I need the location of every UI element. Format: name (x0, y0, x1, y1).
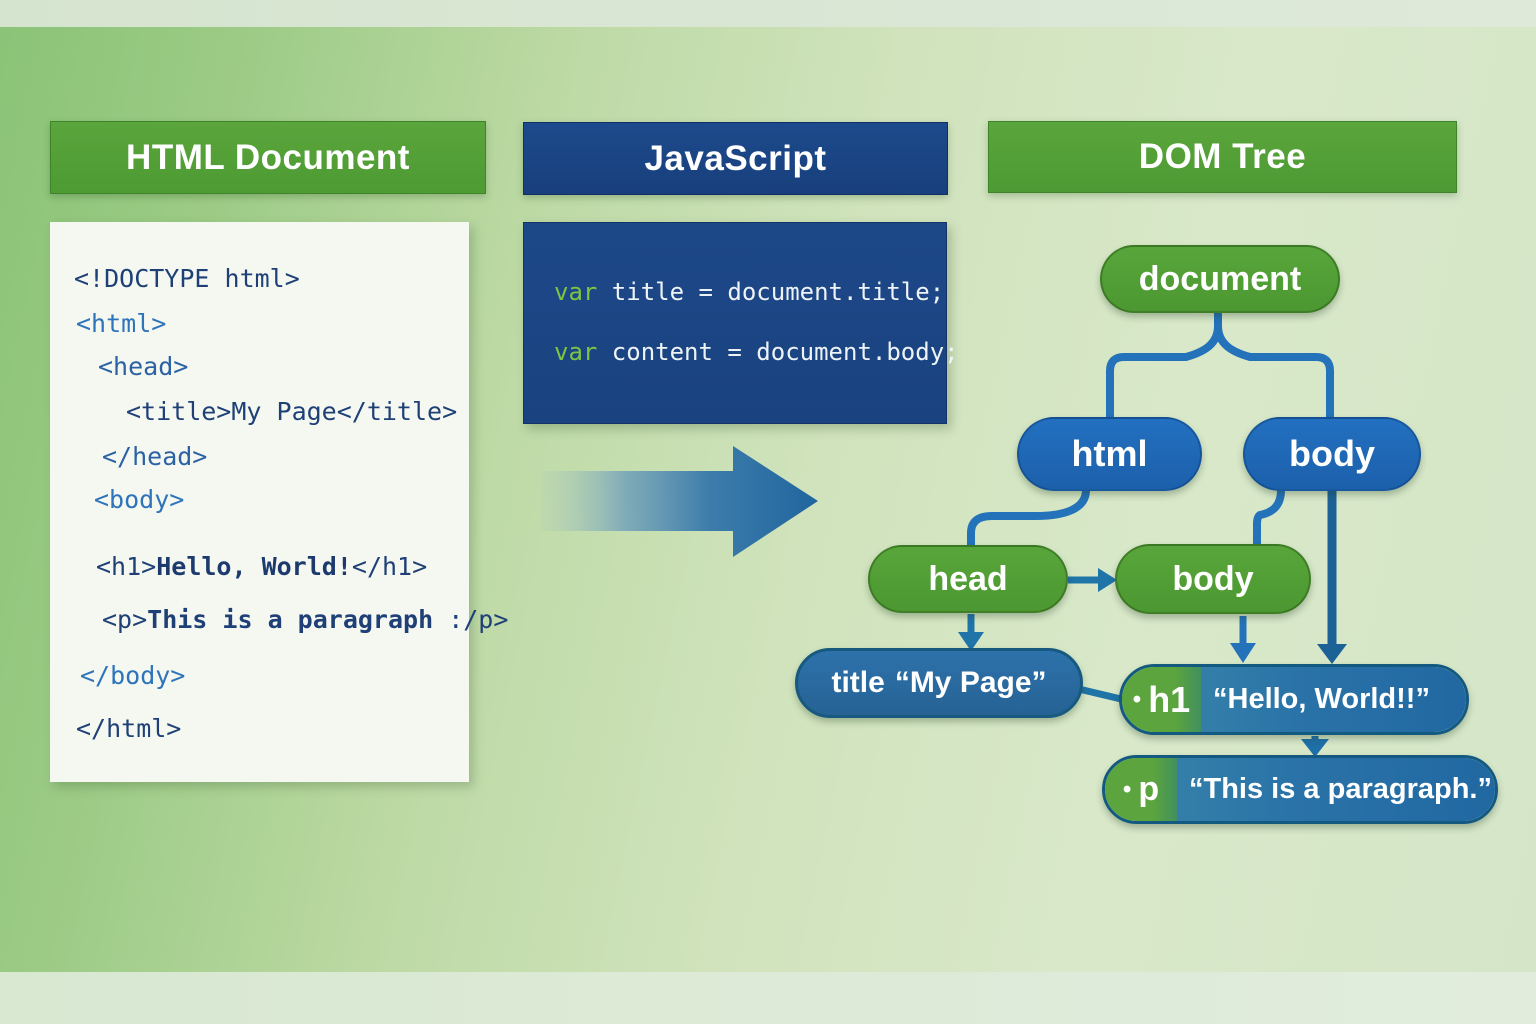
code-line: <p>This is a paragraph :/p> (74, 605, 508, 635)
code-segment: <h1> (96, 552, 157, 581)
code-line: var content = document.body; (554, 335, 959, 369)
code-line: <html> (74, 309, 469, 339)
dom-node-body-child-label: body (1172, 559, 1254, 598)
code-segment: var (554, 338, 598, 366)
dom-node-p-tag: p (1138, 770, 1160, 808)
dom-node-h1-tag: h1 (1148, 678, 1191, 720)
dom-node-body-child: body (1115, 544, 1311, 614)
dom-tree-header-label: DOM Tree (1138, 137, 1307, 176)
dom-node-p-value-section: “This is a paragraph.” (1177, 758, 1495, 821)
code-line: </body> (74, 661, 469, 691)
code-segment: <!DOCTYPE html> (74, 264, 300, 293)
dom-node-head-label: head (928, 559, 1008, 598)
code-segment: <title>My Page</title> (126, 397, 458, 426)
arrowhead-h1-p (1301, 739, 1329, 757)
dom-node-body-element-label: body (1289, 433, 1375, 474)
arrowhead-bodyblue-h1 (1317, 644, 1347, 664)
javascript-header-label: JavaScript (644, 138, 827, 178)
dom-node-body-element: body (1243, 417, 1421, 491)
code-segment: <html> (76, 309, 167, 338)
code-segment: This is a paragraph (147, 605, 449, 634)
code-segment: title = document.title; (597, 278, 945, 306)
code-segment: <head> (98, 352, 189, 381)
code-segment: :/p> (448, 605, 509, 634)
connector-document-html (1106, 310, 1222, 422)
code-segment: Hello, World! (156, 552, 352, 581)
dom-tree-header: DOM Tree (988, 121, 1457, 193)
code-line: var title = document.title; (554, 275, 946, 309)
connector-html-head (967, 486, 1090, 550)
code-segment: </h1> (351, 552, 428, 581)
dom-node-title-tag: title (831, 666, 885, 699)
flow-arrow (541, 446, 818, 557)
arrowhead-head-bodygreen (1098, 568, 1117, 592)
h1-bullet-icon: • (1132, 685, 1142, 713)
html-document-header: HTML Document (50, 121, 486, 194)
code-line: <title>My Page</title> (74, 397, 469, 427)
dom-node-h1-value-section: “Hello, World!!” (1201, 667, 1466, 732)
code-segment: var (554, 278, 598, 306)
code-segment: content = document.body; (597, 338, 959, 366)
dom-node-h1-value: “Hello, World!!” (1213, 683, 1430, 715)
code-line: <!DOCTYPE html> (74, 264, 469, 294)
dom-node-p-value: “This is a paragraph.” (1189, 773, 1492, 805)
connector-title-h1 (1079, 686, 1125, 703)
code-line: </head> (74, 442, 469, 472)
javascript-header: JavaScript (523, 122, 948, 195)
dom-node-document: document (1100, 245, 1340, 313)
html-document-header-label: HTML Document (126, 137, 410, 177)
code-segment: <body> (94, 485, 185, 514)
dom-node-head: head (868, 545, 1068, 613)
bottom-strip (0, 972, 1536, 1024)
dom-node-p: • p “This is a paragraph.” (1102, 755, 1498, 824)
p-bullet-icon: • (1122, 775, 1132, 803)
code-segment: </head> (102, 442, 208, 471)
dom-node-html-label: html (1071, 433, 1148, 474)
arrowhead-head-title (958, 632, 984, 651)
connector-bodyblue-bodygreen (1253, 486, 1285, 549)
dom-node-h1: • h1 “Hello, World!!” (1119, 664, 1469, 735)
dom-node-title: title “My Page” (795, 648, 1083, 718)
javascript-code-panel: var title = document.title;var content =… (523, 222, 959, 424)
dom-node-html: html (1017, 417, 1202, 491)
dom-node-h1-tag-section: • h1 (1122, 667, 1201, 732)
code-line: <body> (74, 485, 469, 515)
connector-document-body (1214, 310, 1334, 422)
html-code-panel: <!DOCTYPE html> <html> <head> <title>My Pag… (50, 222, 508, 782)
code-line: <h1>Hello, World!</h1> (74, 552, 469, 582)
dom-node-p-tag-section: • p (1105, 758, 1177, 821)
top-strip (0, 0, 1536, 27)
html-code: <!DOCTYPE html> <html> <head> <title>My Pag… (74, 264, 508, 744)
dom-node-document-label: document (1138, 259, 1302, 298)
code-line: </html> (74, 714, 469, 744)
code-segment: </html> (76, 714, 182, 743)
arrowhead-bodygreen-h1 (1230, 643, 1256, 663)
code-line: <head> (74, 352, 469, 382)
dom-node-title-value: “My Page” (894, 666, 1047, 699)
code-segment: </body> (80, 661, 186, 690)
javascript-code: var title = document.title;var content =… (554, 275, 959, 369)
code-segment: <p> (102, 605, 148, 634)
